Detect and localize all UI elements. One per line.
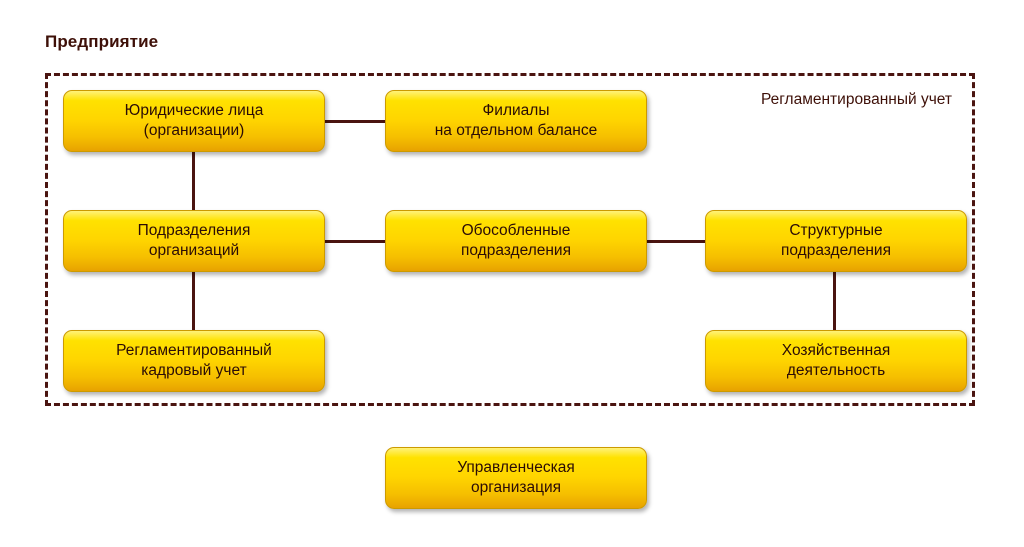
node-legal-entities-label: Юридические лица (организации) — [124, 102, 264, 139]
node-branches[interactable]: Филиалы на отдельном балансе — [385, 90, 647, 152]
connector-legal-entities-to-branches — [325, 120, 385, 123]
page-title: Предприятие — [45, 32, 159, 51]
node-structural-divisions[interactable]: Структурные подразделения — [705, 210, 967, 272]
node-regulated-hr-label: Регламентированный кадровый учет — [116, 342, 272, 379]
node-org-divisions-label: Подразделения организаций — [137, 222, 251, 259]
node-management-organization-label: Управленческая организация — [457, 459, 575, 496]
node-economic-activity-label: Хозяйственная деятельность — [781, 342, 891, 379]
node-structural-divisions-label: Структурные подразделения — [781, 222, 891, 259]
node-org-divisions[interactable]: Подразделения организаций — [63, 210, 325, 272]
node-management-organization[interactable]: Управленческая организация — [385, 447, 647, 509]
node-separate-divisions-label: Обособленные подразделения — [461, 222, 571, 259]
regulated-accounting-group-frame: Регламентированный учет — [45, 73, 975, 406]
connector-separate-divisions-to-structural-divisions — [647, 240, 705, 243]
node-economic-activity[interactable]: Хозяйственная деятельность — [705, 330, 967, 392]
connector-org-divisions-to-regulated-hr — [192, 270, 195, 332]
group-frame-label: Регламентированный учет — [760, 91, 952, 108]
node-regulated-hr[interactable]: Регламентированный кадровый учет — [63, 330, 325, 392]
node-separate-divisions[interactable]: Обособленные подразделения — [385, 210, 647, 272]
connector-legal-entities-to-org-divisions — [192, 150, 195, 212]
connector-org-divisions-to-separate-divisions — [325, 240, 385, 243]
node-legal-entities[interactable]: Юридические лица (организации) — [63, 90, 325, 152]
connector-structural-divisions-to-economic-activity — [833, 270, 836, 332]
node-branches-label: Филиалы на отдельном балансе — [434, 102, 598, 139]
